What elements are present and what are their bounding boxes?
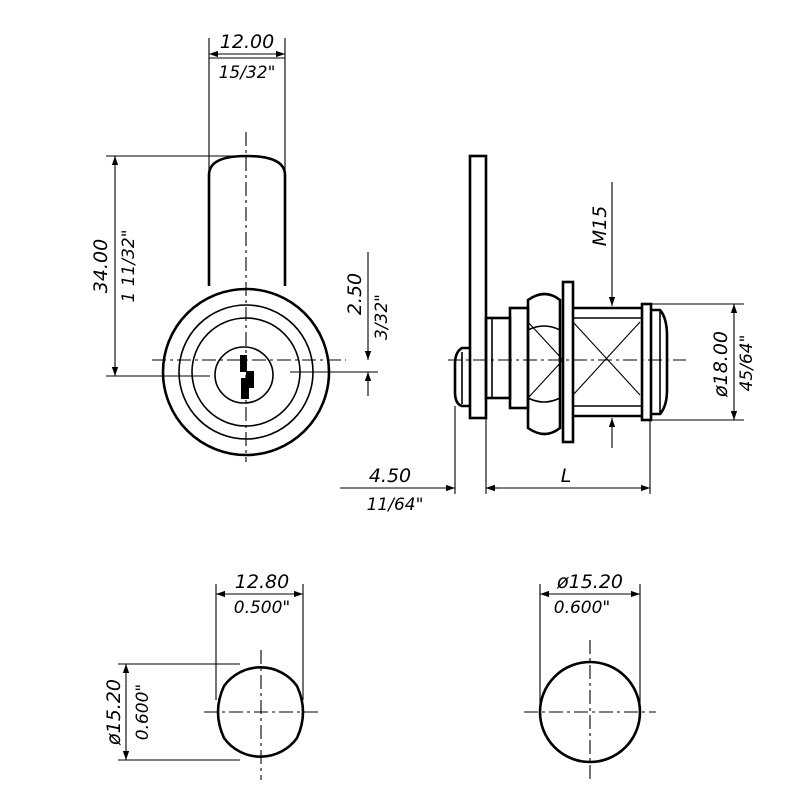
front-width-mm: 12.00 <box>220 31 274 53</box>
flange-thickness-mm: 4.50 <box>369 465 411 487</box>
side-view: M15 ø18.00 45/64" 4.50 11/64" L <box>340 154 757 515</box>
cam-a-outline <box>216 666 305 758</box>
stem-outline <box>207 154 287 286</box>
cam-a-width-mm: 12.80 <box>235 571 289 593</box>
cam-a-diameter-in: 0.600" <box>133 684 153 741</box>
washer <box>484 316 512 400</box>
front-offset-in: 3/32" <box>372 294 392 340</box>
front-height-in: 1 11/32" <box>119 229 139 302</box>
lock-flange <box>640 302 653 422</box>
length-label: L <box>561 465 572 487</box>
hex-nut <box>526 292 562 436</box>
cam-a-width-in: 0.500" <box>234 598 291 618</box>
plug-face <box>214 346 274 404</box>
thread-label: M15 <box>589 206 611 247</box>
side-diameter-mm: ø18.00 <box>710 331 732 398</box>
cam-b-diameter-in: 0.600" <box>554 598 611 618</box>
cam-b-diameter-mm: ø15.20 <box>556 571 623 593</box>
cam-a-diameter-mm: ø15.20 <box>103 679 125 746</box>
mounting-plate <box>561 280 575 444</box>
cam-plate <box>468 154 488 420</box>
keyway-icon <box>240 355 254 399</box>
cam-b-view: ø15.20 0.600" <box>524 571 656 782</box>
front-width-in: 15/32" <box>219 63 276 83</box>
front-view: 12.00 15/32" 34.00 1 11/32" 2.50 3/32" <box>90 31 392 462</box>
cam-a-view: 12.80 0.500" ø15.20 0.600" <box>103 571 320 780</box>
spacer <box>508 306 530 410</box>
flange-thickness-in: 11/64" <box>367 495 424 515</box>
front-height-mm: 34.00 <box>90 239 112 293</box>
front-offset-mm: 2.50 <box>344 273 366 315</box>
screw-head <box>453 346 470 408</box>
side-diameter-in: 45/64" <box>737 335 757 392</box>
